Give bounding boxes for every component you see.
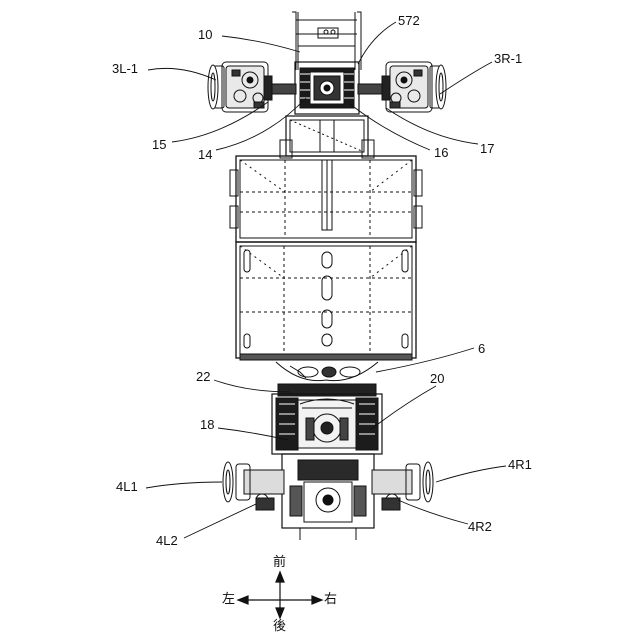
label-4R2: 4R2 [468,520,492,534]
label-4L1: 4L1 [116,480,138,494]
compass-rear-label: 後 [273,620,286,634]
label-4L2: 4L2 [156,534,178,548]
label-6: 6 [478,342,485,356]
front-frame-rails [292,12,361,70]
leader-3R-1 [440,62,492,94]
leader-4R2 [398,500,468,524]
front-left-wheel-hub [208,62,272,112]
arrow-right-icon [312,596,322,604]
label-17: 17 [480,142,494,156]
arrow-down-icon [276,608,284,618]
label-15: 15 [152,138,166,152]
front-cross-member [280,116,374,158]
rear-axle-assembly [223,454,433,540]
arrow-up-icon [276,572,284,582]
direction-compass [238,572,322,618]
label-14: 14 [198,148,212,162]
label-572: 572 [398,14,420,28]
leader-4R1 [436,466,506,482]
leader-10 [222,36,300,52]
load-bed [230,156,422,360]
arrow-left-icon [238,596,248,604]
label-4R1: 4R1 [508,458,532,472]
leader-20 [370,386,436,430]
front-axle-assembly [268,62,386,114]
label-3L-1: 3L-1 [112,62,138,76]
label-10: 10 [198,28,212,42]
leader-3L-1 [148,68,216,80]
leader-17 [386,108,478,144]
rear-drive-assembly [272,384,382,454]
label-20: 20 [430,372,444,386]
leader-4L2 [184,504,256,538]
compass-right-label: 右 [324,593,337,607]
compass-left-label: 左 [222,593,235,607]
leader-4L1 [146,482,222,488]
label-22: 22 [196,370,210,384]
compass-front-label: 前 [273,556,286,570]
leader-572 [358,22,396,64]
rear-cross-brackets [276,362,378,381]
label-16: 16 [434,146,448,160]
label-18: 18 [200,418,214,432]
front-right-wheel-hub [382,62,446,112]
label-3R-1: 3R-1 [494,52,522,66]
